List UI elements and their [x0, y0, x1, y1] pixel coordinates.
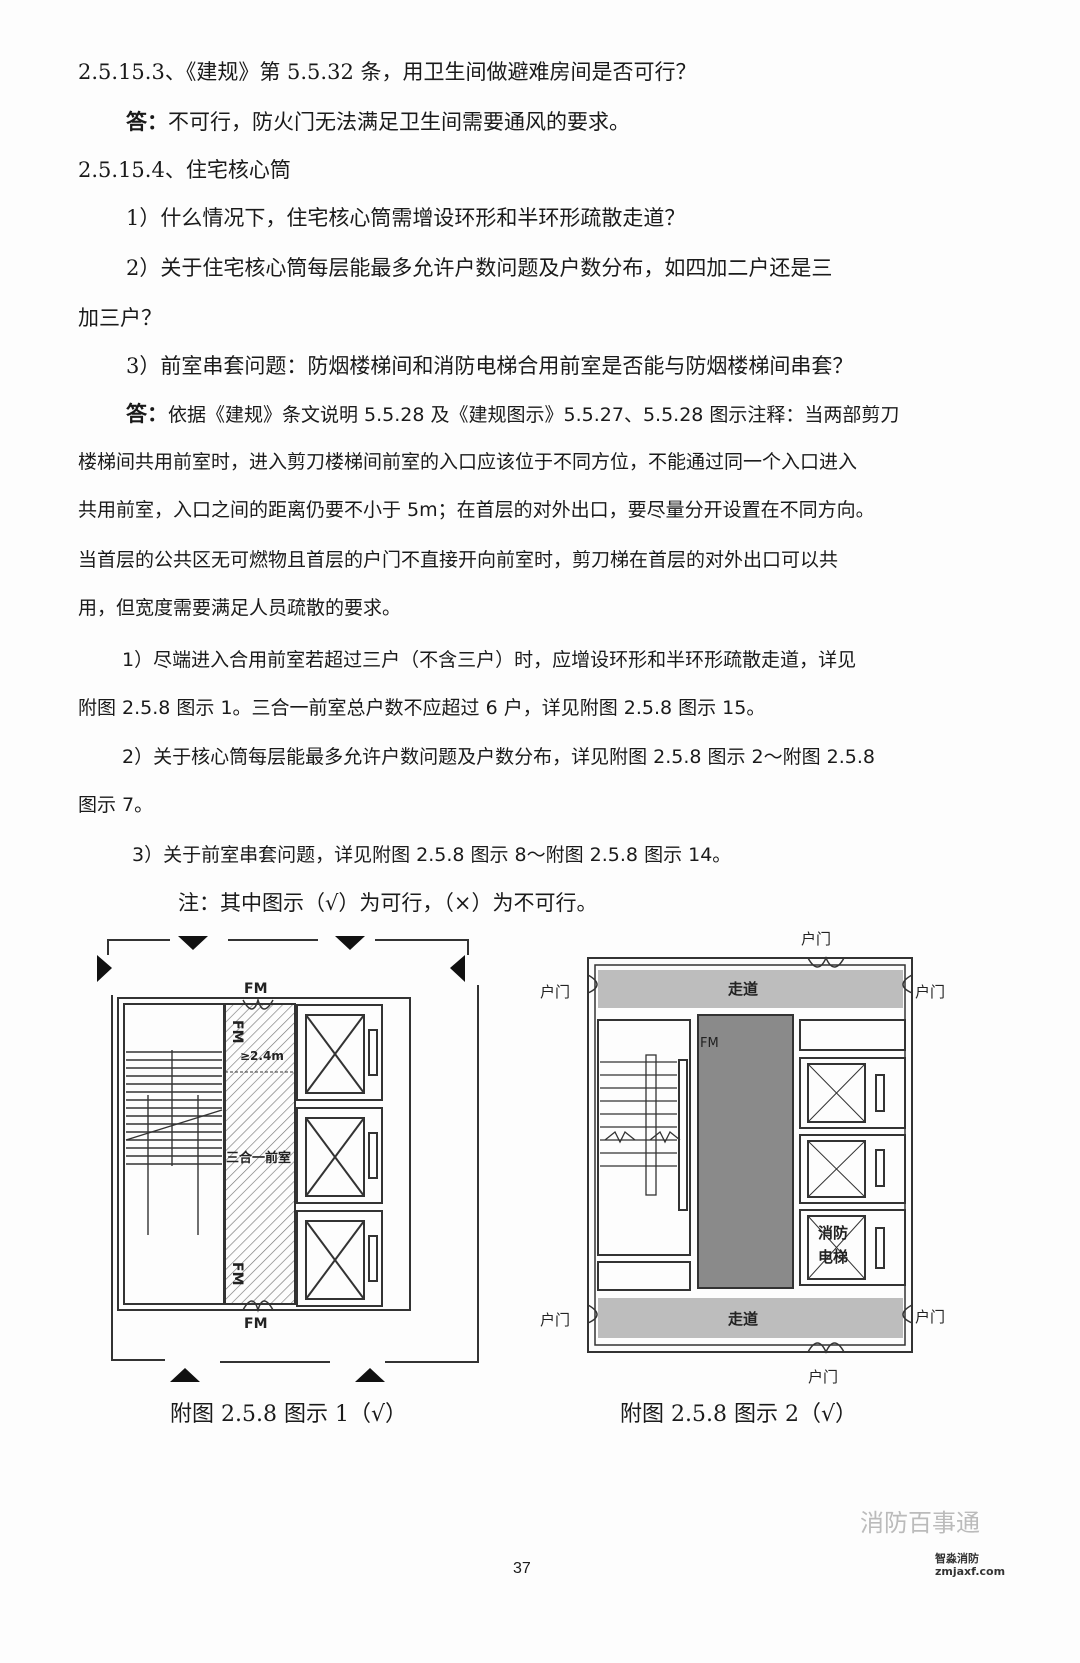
fm-label: FM	[229, 1020, 245, 1044]
answer-label: 答：	[126, 109, 168, 134]
core-outer-wall	[117, 997, 411, 1311]
stair-room	[597, 1019, 691, 1256]
room-label: 三合一前室	[226, 1150, 291, 1166]
door-icon	[807, 956, 845, 968]
fire-elevator-label: 电梯	[818, 1248, 848, 1266]
floor-plan-figures: FM FM FM FM ≥2.4m 三合一前室	[97, 930, 945, 1386]
elevator-shafts	[799, 1057, 906, 1286]
door-label: 户门	[540, 1311, 570, 1329]
answer-line: 共用前室，入口之间的距离仍要不小于 5m；在首层的对外出口，要尽量分开设置在不同…	[78, 499, 875, 521]
corridor-top	[598, 970, 903, 1008]
item-3: 3）关于前室串套问题，详见附图 2.5.8 图示 8～附图 2.5.8 图示 1…	[132, 844, 732, 866]
question-1: 1）什么情况下，住宅核心筒需增设环形和半环形疏散走道？	[126, 206, 686, 230]
door-label: 户门	[915, 1308, 945, 1326]
outer-frame-top	[107, 939, 469, 955]
stair-treads	[125, 1050, 223, 1235]
figure-1-caption: 附图 2.5.8 图示 1（√）	[170, 1402, 407, 1427]
corridor-bottom	[598, 1298, 903, 1338]
answer-line: 当首层的公共区无可燃物且首层的户门不直接开向前室时，剪刀梯在首层的对外出口可以共	[78, 549, 839, 571]
item-2: 2）关于核心筒每层能最多允许户数问题及户数分布，详见附图 2.5.8 图示 2～…	[122, 746, 876, 768]
item-1-cont: 附图 2.5.8 图示 1。三合一前室总户数不应超过 6 户，详见附图 2.5.…	[78, 697, 766, 719]
stair-treads	[600, 1054, 681, 1196]
corridor-label: 走道	[728, 1310, 758, 1328]
answer-1: 答：不可行，防火门无法满足卫生间需要通风的要求。	[126, 108, 630, 136]
small-room	[597, 1261, 691, 1291]
anteroom-hatched	[224, 1003, 296, 1305]
watermark: 消防百事通	[860, 1509, 980, 1537]
logo-name: 智淼消防	[935, 1552, 979, 1565]
fm-label: FM	[229, 1262, 245, 1286]
door-icon	[587, 974, 598, 994]
exit-arrow-icons	[97, 936, 465, 1382]
width-label: ≥2.4m	[240, 1049, 284, 1063]
answer-line: 楼梯间共用前室时，进入剪刀楼梯间前室的入口应该位于不同方位，不能通过同一个入口进…	[78, 451, 858, 473]
fm-label: FM	[244, 981, 268, 997]
figure-2-plan	[587, 956, 913, 1354]
door-label: 户门	[808, 1368, 838, 1386]
page-number: 37	[513, 1560, 531, 1577]
figure-1-plan	[97, 936, 479, 1382]
answer-line: 用，但宽度需要满足人员疏散的要求。	[78, 597, 402, 619]
item-2-cont: 图示 7。	[78, 794, 154, 816]
door-label: 户门	[801, 930, 831, 948]
answer-2: 答：依据《建规》条文说明 5.5.28 及《建规图示》5.5.27、5.5.28…	[126, 400, 899, 429]
question-2: 2）关于住宅核心筒每层能最多允许户数问题及户数分布，如四加二户还是三	[126, 256, 833, 280]
outer-frame-sides	[111, 985, 479, 1363]
fire-door-icon	[242, 997, 274, 1010]
question-3: 3）前室串套问题：防烟楼梯间和消防电梯合用前室是否能与防烟楼梯间串套？	[126, 354, 854, 378]
elevator-shafts	[296, 1004, 383, 1307]
answer-label: 答：	[126, 402, 168, 426]
note: 注：其中图示（√）为可行，（×）为不可行。	[178, 891, 598, 915]
figure-2-caption: 附图 2.5.8 图示 2（√）	[620, 1402, 857, 1427]
stair-room	[123, 1003, 225, 1305]
answer-text: 不可行，防火门无法满足卫生间需要通风的要求。	[168, 110, 630, 134]
anteroom-dark	[697, 1014, 794, 1289]
heading-2-5-15-3: 2.5.15.3、《建规》第 5.5.32 条，用卫生间做避难房间是否可行？	[78, 60, 697, 84]
logo-site: zmjaxf.com	[935, 1565, 1006, 1578]
door-icon	[902, 974, 913, 994]
fire-door-icon	[242, 1300, 274, 1313]
answer-text: 依据《建规》条文说明 5.5.28 及《建规图示》5.5.27、5.5.28 图…	[168, 404, 900, 426]
corridor-label: 走道	[728, 980, 758, 998]
question-2-cont: 加三户？	[78, 306, 162, 330]
fm-label: FM	[244, 1316, 268, 1332]
stair-wall	[678, 1059, 688, 1211]
fire-elevator-label: 消防	[818, 1224, 848, 1242]
door-label: 户门	[915, 983, 945, 1001]
heading-2-5-15-4: 2.5.15.4、住宅核心筒	[78, 158, 291, 182]
door-icon	[587, 1304, 598, 1324]
fm-label: FM	[700, 1036, 719, 1051]
door-label: 户门	[540, 983, 570, 1001]
door-icon	[902, 1304, 913, 1324]
item-1: 1）尽端进入合用前室若超过三户（不含三户）时，应增设环形和半环形疏散走道，详见	[122, 649, 857, 671]
door-icon	[807, 1342, 845, 1354]
